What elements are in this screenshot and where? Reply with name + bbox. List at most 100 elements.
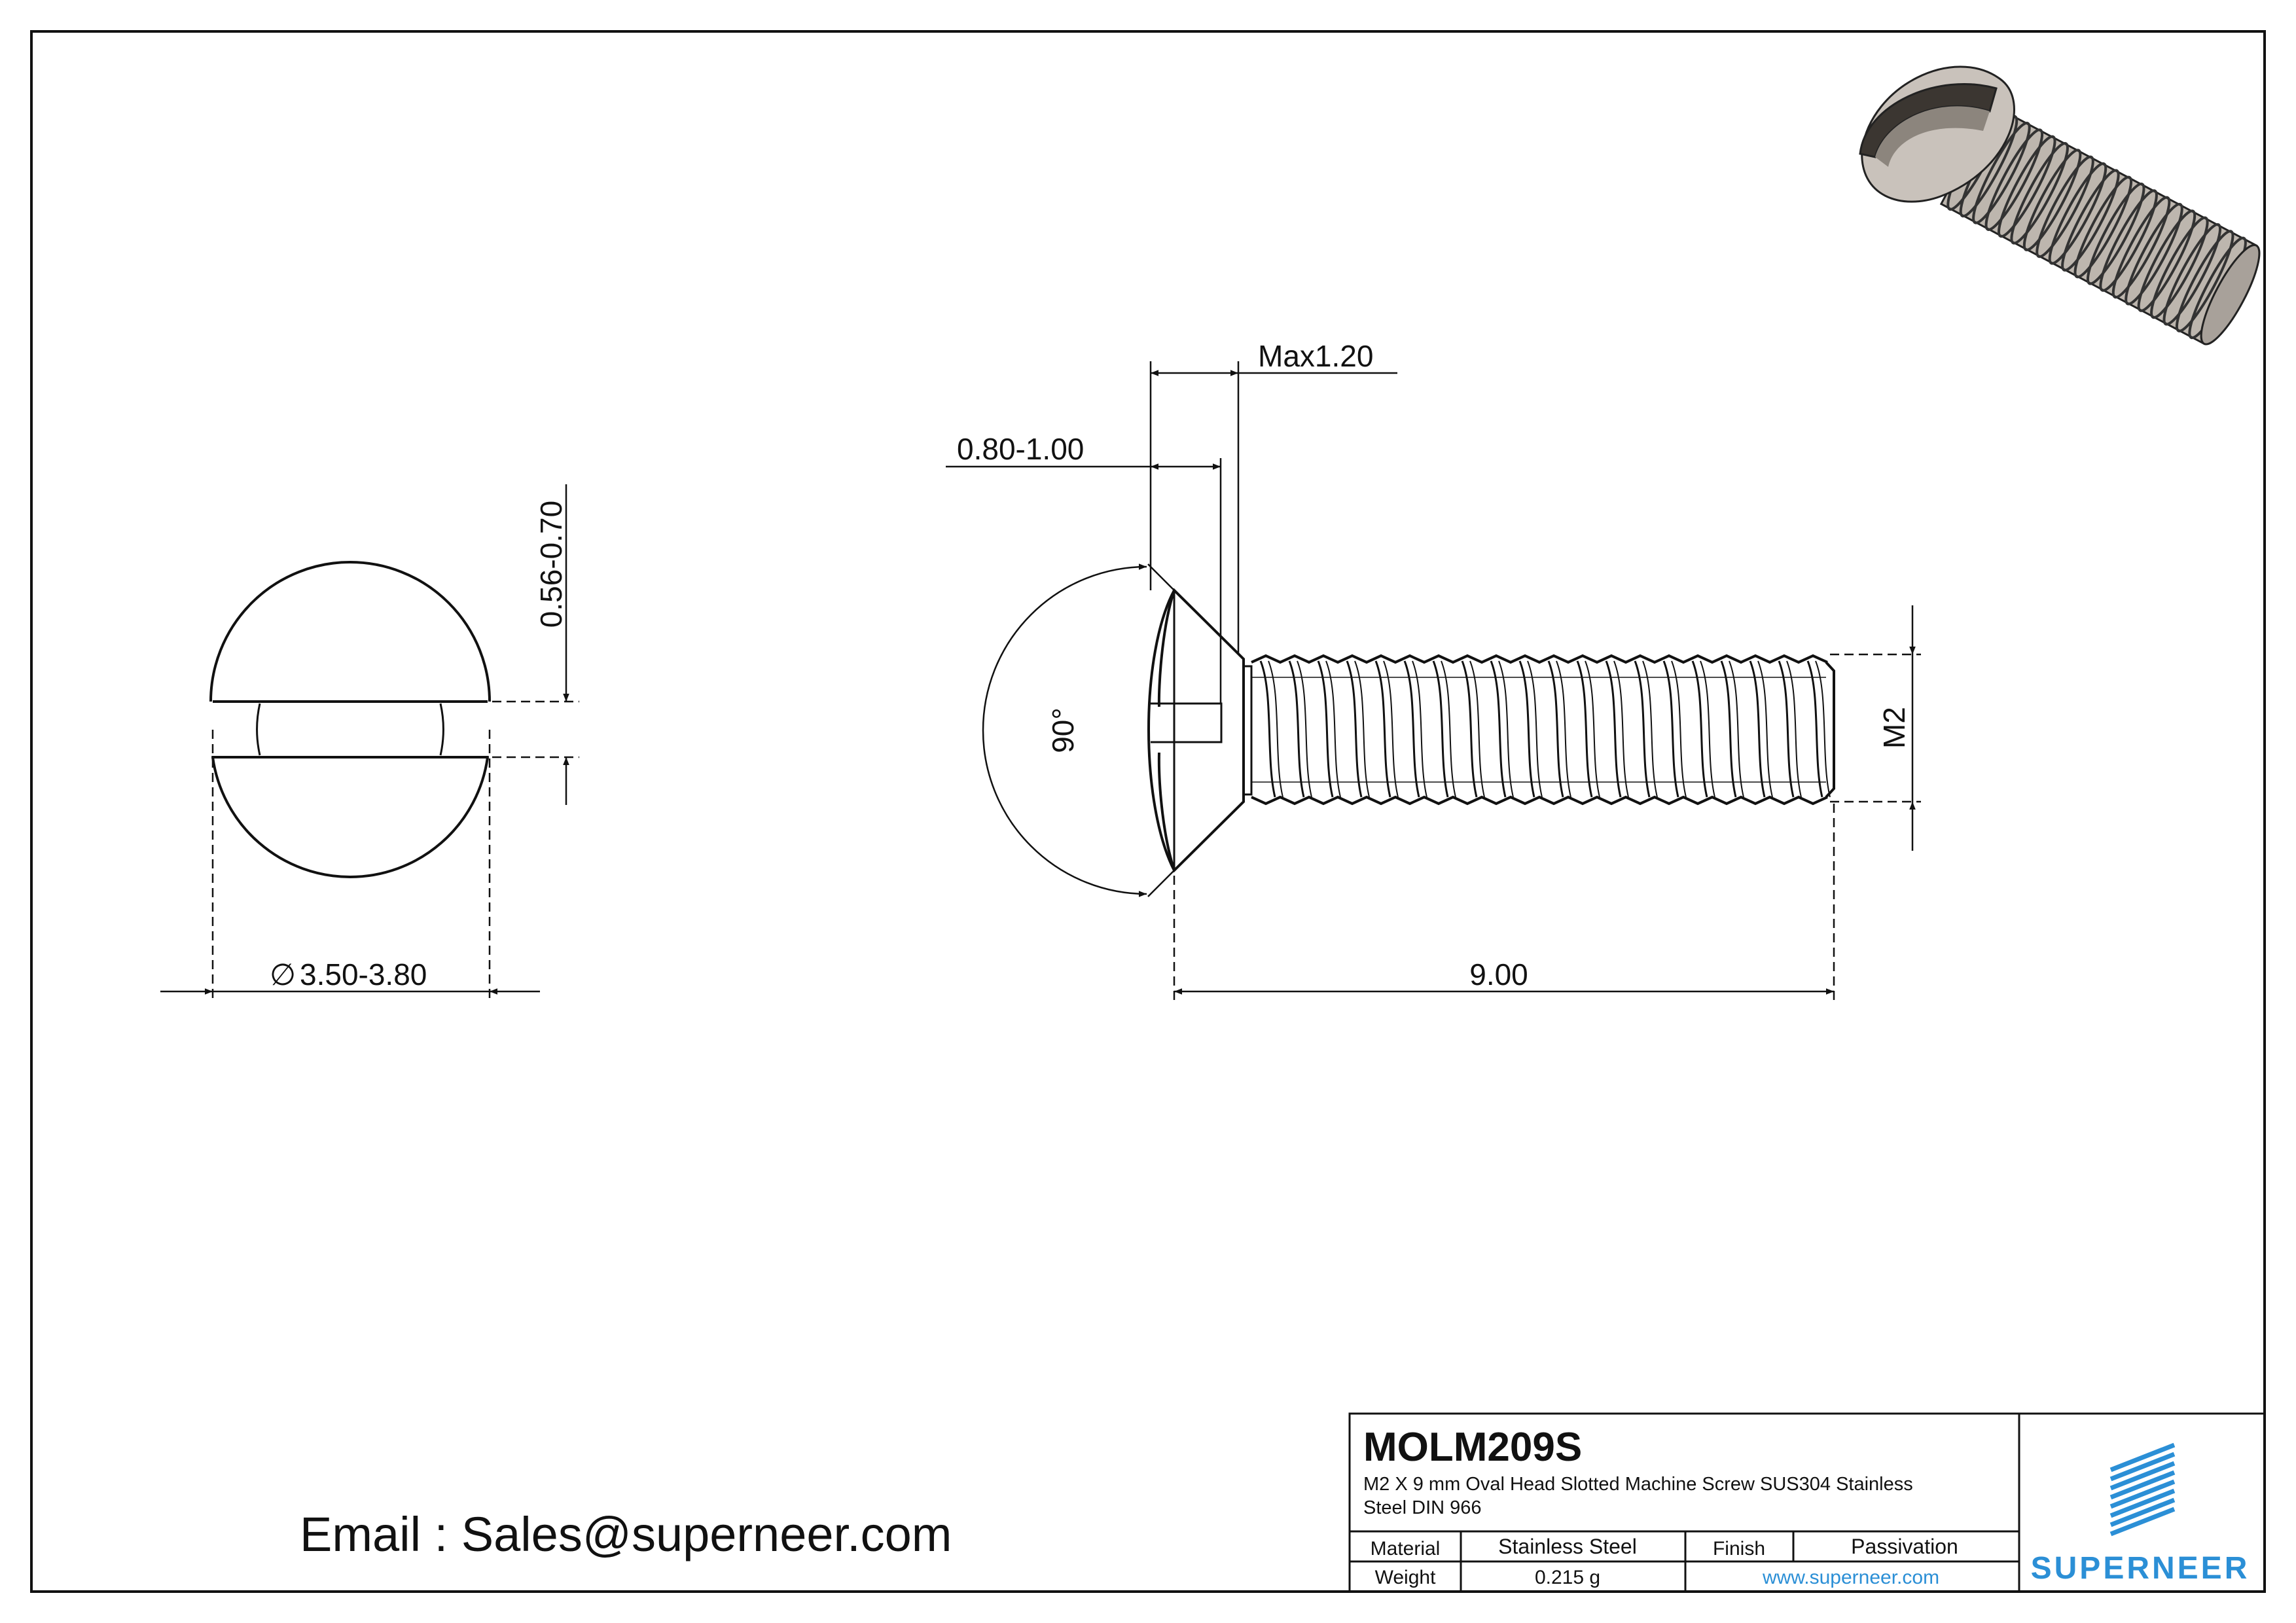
thread-ring — [2162, 223, 2222, 326]
thread-helix-line — [1469, 660, 1485, 798]
thread-helix-line — [1605, 660, 1622, 798]
thread-helix-line — [1346, 660, 1363, 798]
thread-ring — [2175, 230, 2234, 332]
head-diameter-dimension — [160, 730, 540, 998]
thread-helix-line — [1700, 660, 1715, 798]
thread-helix-line — [1259, 660, 1276, 798]
head-angle-dimension — [982, 563, 1175, 897]
thread-ring — [2125, 202, 2183, 306]
thread-helix-line — [1297, 660, 1312, 798]
thread-helix-line — [1403, 660, 1420, 798]
thread-helix-line — [1268, 660, 1283, 798]
contact-email[interactable]: Email : Sales@superneer.com — [300, 1507, 952, 1561]
slot-width-dimension — [492, 484, 579, 805]
head-diameter-label: 3.50-3.80 — [300, 957, 427, 991]
head-end-view — [209, 561, 491, 890]
thread-helix-line — [1317, 660, 1334, 798]
part-description-line2: Steel DIN 966 — [1363, 1497, 1482, 1518]
thread-helix-line — [1749, 660, 1766, 798]
thread-helix-line — [1556, 660, 1571, 798]
thread-helix-line — [1815, 660, 1831, 798]
thread-helix-line — [1441, 660, 1456, 798]
logo-stripe — [2109, 1507, 2176, 1537]
weight-value: 0.215 g — [1535, 1567, 1600, 1588]
thread-size-label: M2 — [1877, 707, 1911, 749]
thread-ring — [2099, 189, 2158, 292]
diameter-symbol: ∅ — [270, 957, 296, 991]
logo-stripe — [2109, 1452, 2176, 1482]
thread-ring — [2073, 175, 2133, 279]
thread-ring — [2036, 155, 2094, 259]
title-block — [1348, 1412, 2266, 1593]
screw-3d-render — [1859, 65, 2261, 346]
part-description-line1: M2 X 9 mm Oval Head Slotted Machine Scre… — [1363, 1474, 1913, 1495]
finish-label: Finish — [1713, 1538, 1765, 1560]
thread-helix-line — [1662, 660, 1679, 798]
thread-helix-line — [1527, 660, 1543, 798]
slot-depth-label: 0.80-1.00 — [957, 432, 1084, 466]
thread-size-dimension — [1830, 605, 1921, 851]
finish-value: Passivation — [1851, 1535, 1958, 1558]
thread-ring — [1972, 122, 2031, 224]
thread-ring — [2022, 149, 2082, 251]
thread-helix-line — [1383, 660, 1399, 798]
thread-helix-line — [1461, 660, 1478, 798]
logo-stripe — [2109, 1479, 2176, 1509]
superneer-logo-icon — [2109, 1442, 2176, 1537]
logo-stripe — [2109, 1497, 2176, 1527]
thread-helix-line — [1786, 660, 1802, 798]
slot-width-label: 0.56-0.70 — [534, 501, 568, 628]
thread-helix-line — [1778, 660, 1795, 798]
thread-tip — [1825, 661, 1835, 798]
thread-top-edge — [1251, 654, 1828, 664]
thread-helix-line — [1671, 660, 1687, 798]
logo-stripe — [2109, 1461, 2176, 1491]
thread-ring — [2061, 169, 2120, 272]
thread-helix-line — [1325, 660, 1341, 798]
material-label: Material — [1371, 1538, 1441, 1560]
length-dimension — [1173, 804, 1835, 1001]
thread-helix-line — [1374, 660, 1391, 798]
head-height-dimension — [1149, 361, 1397, 654]
thread-helix-line — [1720, 660, 1737, 798]
thread-helix-line — [1518, 660, 1535, 798]
thread-ring — [2086, 182, 2145, 285]
thread-helix-line — [1576, 660, 1593, 798]
thread-helix-line — [1288, 660, 1305, 798]
weight-label: Weight — [1375, 1567, 1436, 1588]
head-angle-label: 90° — [1046, 707, 1080, 753]
thread-helix-line — [1729, 660, 1744, 798]
brand-name: SUPERNEER — [2031, 1551, 2250, 1586]
website-link[interactable]: www.superneer.com — [1762, 1567, 1939, 1588]
thread-helix-line — [1412, 660, 1427, 798]
thread-ring — [1997, 135, 2056, 238]
max-head-height-label: Max1.20 — [1258, 339, 1373, 373]
thread-ring — [2048, 162, 2108, 265]
thread-helix-line — [1354, 660, 1370, 798]
thread-ring — [2010, 142, 2069, 245]
thread-helix-line — [1490, 660, 1507, 798]
logo-stripe — [2109, 1488, 2176, 1518]
thread-helix-line — [1757, 660, 1773, 798]
sheet-border — [30, 30, 2266, 1593]
thread-helix-line — [1634, 660, 1651, 798]
thread-ring — [2150, 216, 2209, 319]
thread-ring — [2137, 209, 2197, 312]
thread-helix-line — [1585, 660, 1600, 798]
part-number: MOLM209S — [1363, 1425, 1582, 1470]
length-label: 9.00 — [1469, 957, 1528, 991]
screw-side-view — [1147, 588, 1253, 873]
thread-helix-line — [1691, 660, 1708, 798]
thread-ring — [1984, 128, 2044, 231]
thread-helix-line — [1498, 660, 1514, 798]
logo-stripe — [2109, 1442, 2176, 1472]
thread-body — [1251, 654, 1835, 806]
thread-bottom-edge — [1251, 795, 1828, 806]
thread-helix-line — [1432, 660, 1449, 798]
slot-depth-dimension — [946, 458, 1222, 704]
material-value: Stainless Steel — [1498, 1535, 1637, 1558]
thread-helix-line — [1806, 660, 1823, 798]
thread-helix-line — [1642, 660, 1658, 798]
thread-ring — [2111, 196, 2171, 299]
